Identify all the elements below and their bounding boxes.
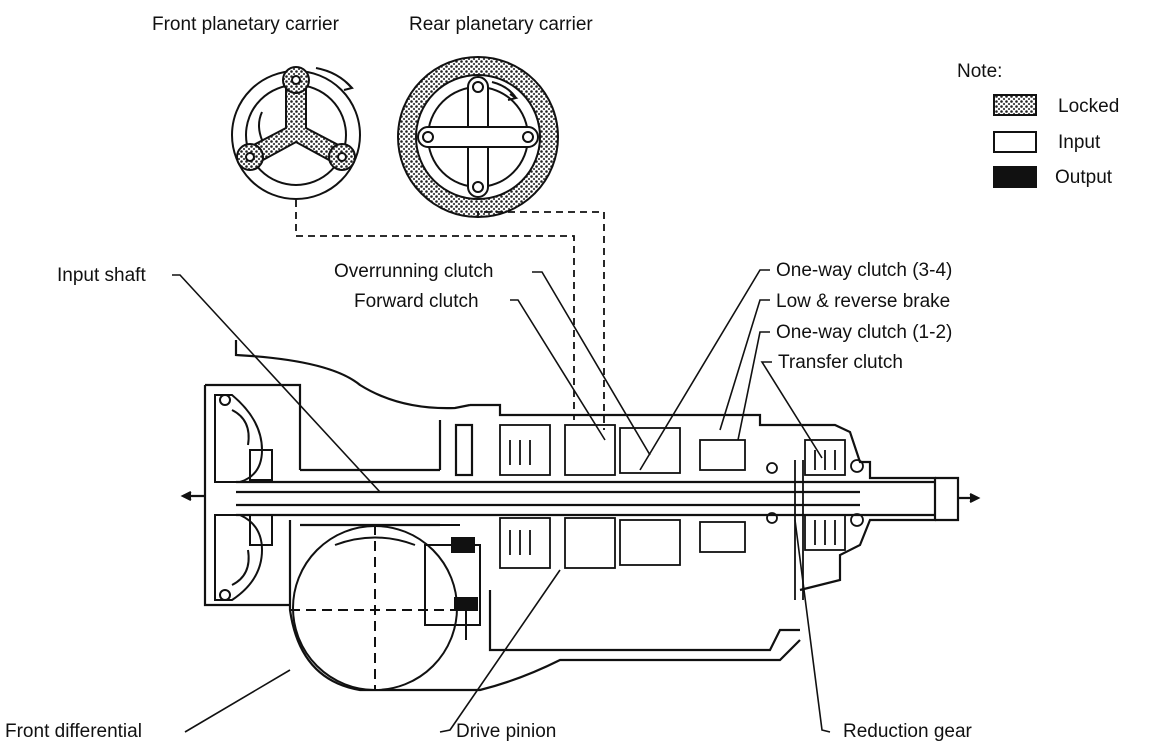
legend-input-label: Input (1058, 132, 1101, 153)
front-differential-gear (290, 524, 481, 691)
one-way-clutch-34-label: One-way clutch (3-4) (776, 260, 953, 281)
main-shafts (236, 420, 935, 527)
rear-planetary-carrier (397, 56, 559, 218)
leader-lines (172, 269, 831, 733)
legend-title: Note: (957, 61, 1003, 82)
carrier-connector-lines (295, 200, 605, 430)
legend-input-swatch (993, 131, 1037, 153)
legend-output-swatch (993, 166, 1037, 188)
torque-converter (214, 394, 273, 601)
rear-planetary-carrier-label: Rear planetary carrier (409, 14, 593, 35)
legend-locked-label: Locked (1058, 96, 1120, 117)
front-differential-label: Front differential (5, 721, 142, 742)
legend-swatches (993, 94, 1037, 188)
drive-pinion-label: Drive pinion (456, 721, 557, 742)
front-planetary-carrier (231, 66, 361, 200)
forward-clutch-label: Forward clutch (354, 291, 479, 312)
input-shaft-label: Input shaft (57, 265, 146, 286)
legend-locked-swatch (993, 94, 1037, 116)
one-way-clutch-12-label: One-way clutch (1-2) (776, 322, 953, 343)
front-planetary-carrier-label: Front planetary carrier (152, 14, 339, 35)
reduction-gear-label: Reduction gear (843, 721, 972, 742)
transfer-clutch-label: Transfer clutch (778, 352, 903, 373)
low-reverse-brake-label: Low & reverse brake (776, 291, 951, 312)
clutch-packs (499, 424, 864, 600)
legend-output-label: Output (1055, 167, 1113, 188)
overrunning-clutch-label: Overrunning clutch (334, 261, 494, 282)
